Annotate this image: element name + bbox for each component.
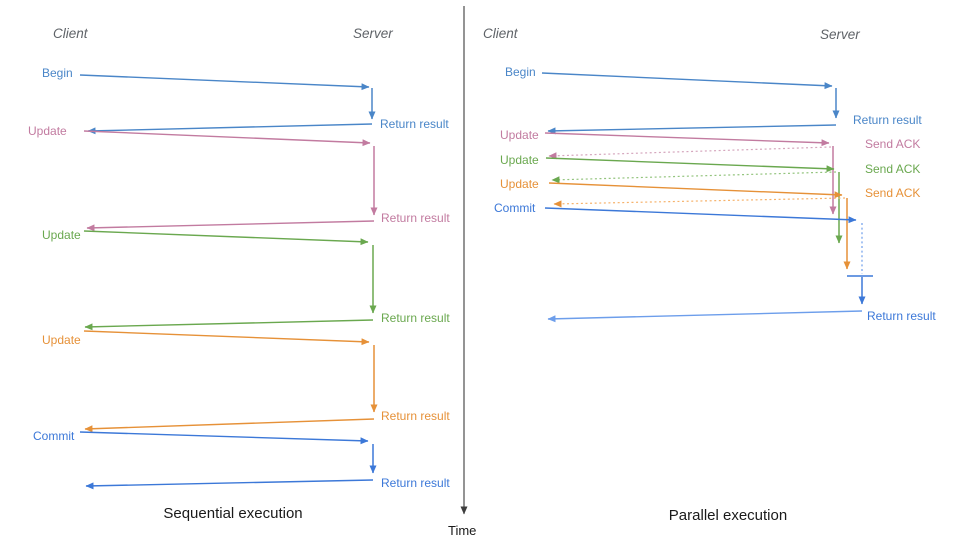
par-server-header: Server bbox=[820, 27, 860, 42]
par-update2-label: Update bbox=[500, 153, 539, 167]
par-update1-ack-line bbox=[548, 146, 832, 160]
seq-begin-request-line bbox=[79, 74, 370, 91]
seq-begin-response-label: Return result bbox=[380, 117, 449, 131]
par-commit-label: Commit bbox=[494, 201, 536, 215]
seq-update3-request-line bbox=[83, 330, 370, 346]
seq-begin-label: Begin bbox=[42, 66, 73, 80]
par-update3-request-line bbox=[548, 182, 843, 199]
sequential-title: Sequential execution bbox=[163, 505, 302, 522]
parallel-title: Parallel execution bbox=[669, 507, 787, 524]
par-update1-label: Update bbox=[500, 128, 539, 142]
par-update2-ack-label: Send ACK bbox=[865, 162, 920, 176]
seq-update3-label: Update bbox=[42, 333, 81, 347]
par-begin-label: Begin bbox=[505, 65, 536, 79]
seq-update1-response-label: Return result bbox=[381, 211, 450, 225]
seq-update2-request-line bbox=[83, 230, 369, 246]
seq-update2-response-label: Return result bbox=[381, 311, 450, 325]
seq-commit-label: Commit bbox=[33, 429, 75, 443]
seq-begin-response-line bbox=[87, 123, 373, 135]
seq-update1-label: Update bbox=[28, 124, 67, 138]
seq-commit-request-line bbox=[79, 431, 369, 445]
par-update2-request-line bbox=[545, 157, 835, 173]
seq-commit-response-line bbox=[85, 479, 374, 490]
seq-update2-response-line bbox=[84, 319, 374, 331]
time-axis-label: Time bbox=[448, 523, 476, 538]
par-update1-ack-label: Send ACK bbox=[865, 137, 920, 151]
sequential-diagram: Client Server Begin Return result Update… bbox=[28, 26, 450, 522]
par-commit-response-line bbox=[547, 310, 863, 323]
seq-client-header: Client bbox=[53, 26, 89, 41]
par-update1-request-line bbox=[544, 132, 830, 147]
seq-update1-request-line bbox=[83, 130, 371, 147]
par-begin-request-line bbox=[541, 72, 833, 90]
par-update2-ack-line bbox=[551, 171, 837, 184]
seq-update1-response-line bbox=[86, 220, 375, 232]
seq-update3-response-line bbox=[84, 418, 375, 433]
par-begin-response-label: Return result bbox=[853, 113, 922, 127]
par-update3-ack-label: Send ACK bbox=[865, 186, 920, 200]
par-commit-response-label: Return result bbox=[867, 309, 936, 323]
parallel-diagram: Client Server Begin Return result Update… bbox=[483, 26, 936, 524]
seq-update3-response-label: Return result bbox=[381, 409, 450, 423]
seq-commit-response-label: Return result bbox=[381, 476, 450, 490]
par-commit-request-line bbox=[544, 207, 857, 224]
par-begin-response-line bbox=[547, 124, 837, 135]
seq-update2-label: Update bbox=[42, 228, 81, 242]
par-update3-label: Update bbox=[500, 177, 539, 191]
seq-server-header: Server bbox=[353, 26, 393, 41]
par-client-header: Client bbox=[483, 26, 519, 41]
